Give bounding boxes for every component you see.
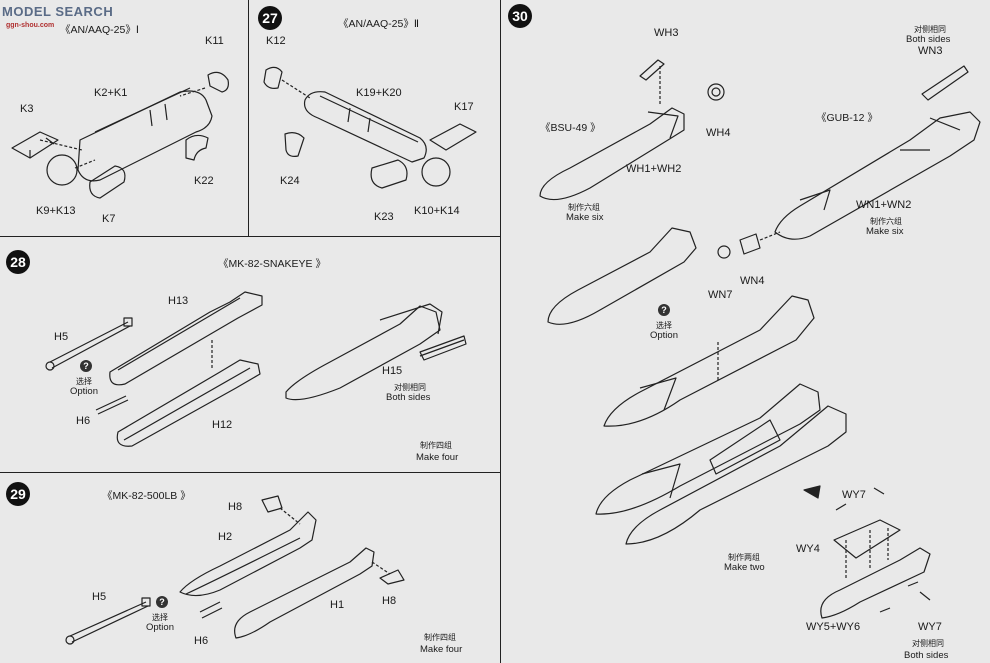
both-sides-note-zh: 对侧相同	[912, 639, 944, 648]
part-label: H13	[168, 295, 189, 307]
divider-v2	[500, 0, 501, 663]
part-label: K12	[266, 35, 286, 47]
title-aaq25-2: 《AN/AAQ-25》Ⅱ	[338, 18, 420, 30]
part-label: H2	[218, 531, 233, 543]
step-29-badge: 29	[6, 482, 30, 506]
both-sides-note-en: Both sides	[906, 34, 951, 45]
title-mk82-snakeye: 《MK-82-SNAKEYE 》	[218, 258, 326, 270]
part-label: H12	[212, 419, 233, 431]
step-28-badge: 28	[6, 250, 30, 274]
pod-aaq25-1-drawing	[11, 71, 229, 199]
make-six-note-en: Make six	[566, 212, 604, 223]
title-gub12: 《GUB-12 》	[816, 112, 878, 124]
part-label: K24	[280, 175, 300, 187]
part-label: K17	[454, 101, 474, 113]
part-label: K19+K20	[356, 87, 402, 99]
pod-aaq25-2-drawing	[263, 66, 477, 189]
option-note-zh: 选择	[76, 377, 92, 386]
option-icon: ?	[658, 304, 670, 316]
part-label: K7	[102, 213, 116, 225]
part-label: K23	[374, 211, 394, 223]
watermark-url: ggn-shou.com	[6, 22, 55, 29]
part-label: WY7	[842, 489, 866, 501]
part-label: K9+K13	[36, 205, 76, 217]
divider-h1	[0, 236, 500, 237]
option-note-en: Option	[650, 330, 678, 341]
make-six-note-zh: 制作六组	[870, 217, 902, 226]
part-label: H1	[330, 599, 345, 611]
part-label: WN1+WN2	[856, 199, 912, 211]
both-sides-note-zh: 对侧相同	[914, 25, 946, 34]
part-label: K11	[205, 35, 224, 47]
step-27-badge: 27	[258, 6, 282, 30]
make-four-note-en: Make four	[420, 644, 463, 655]
part-label: H8	[382, 595, 397, 607]
make-six-note-en: Make six	[866, 226, 904, 237]
option-note-en: Option	[70, 386, 98, 397]
title-aaq25-1: 《AN/AAQ-25》Ⅰ	[60, 24, 139, 36]
make-two-note-zh: 制作两组	[728, 553, 760, 562]
part-label: WH1+WH2	[626, 163, 682, 175]
watermark-logo: MODEL SEARCH	[2, 4, 114, 19]
make-four-note-en: Make four	[416, 452, 459, 463]
mk82-snakeye-drawing	[45, 291, 467, 447]
option-icon: ?	[80, 360, 92, 372]
part-label: H6	[194, 635, 209, 647]
make-four-note-zh: 制作四组	[420, 441, 452, 450]
part-label: WN7	[708, 289, 733, 301]
divider-h2	[0, 472, 500, 473]
make-two-note-en: Make two	[724, 562, 765, 573]
option-note-zh: 选择	[656, 321, 672, 330]
divider-v1	[248, 0, 249, 236]
part-label: H8	[228, 501, 243, 513]
part-label: WY5+WY6	[806, 621, 861, 633]
option-note-en: Option	[146, 622, 174, 633]
both-sides-note-en: Both sides	[904, 650, 949, 661]
option-note-zh: 选择	[152, 613, 168, 622]
part-label: WY4	[796, 543, 820, 555]
part-label: H5	[54, 331, 69, 343]
part-label: WH3	[654, 27, 679, 39]
bomb-assembly-drawing	[539, 59, 981, 619]
both-sides-note-zh: 对侧相同	[394, 383, 426, 392]
title-bsu49: 《BSU-49 》	[540, 122, 601, 134]
part-label: H15	[382, 365, 403, 377]
part-label: K3	[20, 103, 34, 115]
part-label: K22	[194, 175, 214, 187]
option-icon: ?	[156, 596, 168, 608]
make-six-note-zh: 制作六组	[568, 203, 600, 212]
part-label: WY7	[918, 621, 942, 633]
title-mk82-500lb: 《MK-82-500LB 》	[102, 490, 191, 502]
mk82-500lb-drawing	[65, 495, 405, 645]
part-label: WN3	[918, 45, 943, 57]
make-four-note-zh: 制作四组	[424, 633, 456, 642]
step-30-badge: 30	[508, 4, 532, 28]
part-label: H5	[92, 591, 107, 603]
part-label: H6	[76, 415, 91, 427]
both-sides-note-en: Both sides	[386, 392, 431, 403]
part-label: K10+K14	[414, 205, 460, 217]
part-label: K2+K1	[94, 87, 128, 99]
part-label: WH4	[706, 127, 731, 139]
part-label: WN4	[740, 275, 765, 287]
